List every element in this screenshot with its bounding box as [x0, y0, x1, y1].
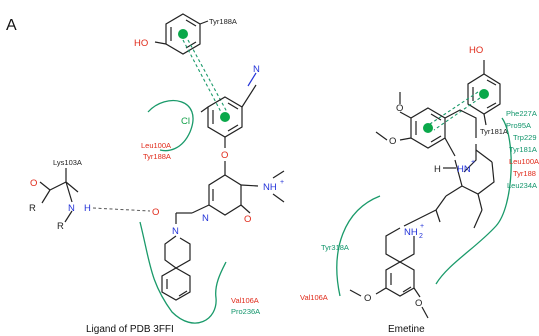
left-caption: Ligand of PDB 3FFI: [86, 324, 174, 335]
right-hn-plus-sign: +: [471, 159, 475, 166]
right-residue-tyr181b: Tyr181A: [509, 145, 537, 154]
right-residue-tyr188: Tyr188: [513, 169, 536, 178]
left-pi-centroid-mid: [220, 112, 230, 122]
left-ring-o: O: [244, 214, 251, 225]
right-emetine-diagram: HO Tyr181A O O: [300, 45, 539, 335]
right-residue-trp229: Trp229: [513, 133, 537, 142]
right-residue-leu234: Leu234A: [507, 181, 537, 190]
left-lys-h: H: [84, 203, 91, 214]
right-residue-tyr181: Tyr181A: [480, 127, 508, 136]
left-residue-val106: Val106A: [231, 296, 259, 305]
right-hn-plus: HN: [457, 164, 471, 175]
left-ho-label: HO: [134, 38, 148, 49]
left-lys103-o: O: [30, 178, 37, 189]
left-r1: R: [29, 203, 36, 214]
left-r2: R: [57, 221, 64, 232]
right-pocket-curve-left: [336, 195, 381, 297]
right-pi-centroid-mid: [423, 123, 433, 133]
right-methoxy-o2: O: [389, 136, 396, 147]
left-tyr188-ring: [154, 13, 209, 55]
right-pi-stack-line-2: [433, 97, 481, 131]
right-caption: Emetine: [388, 324, 425, 335]
left-lys103-fragment: [39, 168, 79, 223]
left-pi-stack-line-1: [182, 39, 222, 113]
right-residue-val106: Val106A: [300, 293, 328, 302]
right-pocket-curve-right: [435, 117, 512, 285]
left-ether-o: O: [221, 150, 228, 161]
left-pi-centroid-top: [178, 29, 188, 39]
right-residue-tyr318: Tyr318A: [321, 243, 349, 252]
right-dimethoxy-ring-top: [375, 92, 446, 149]
right-quinolizidine: [435, 109, 495, 229]
right-methoxy-o3: O: [364, 293, 371, 304]
panel-label: A: [6, 17, 17, 34]
left-hbond-line: [92, 207, 151, 212]
right-h-label: H: [434, 164, 441, 175]
right-methoxy-o4: O: [415, 298, 422, 309]
left-amide-n: N: [172, 226, 179, 237]
right-residue-leu100: Leu100A: [509, 157, 539, 166]
right-residue-phe227: Phe227A: [506, 109, 537, 118]
left-residue-leu100: Leu100A: [141, 141, 171, 150]
left-chlorophenyl-ring: [200, 72, 257, 148]
left-residue-pro236: Pro236A: [231, 307, 260, 316]
right-nh2-sign: +: [420, 223, 424, 230]
left-pocket-curve-upper: [147, 99, 194, 152]
right-pi-centroid-top: [479, 89, 489, 99]
right-residue-pro95: Pro95A: [506, 121, 531, 130]
left-residue-tyr188: Tyr188A: [143, 152, 171, 161]
left-residue-lys103: Lys103A: [53, 158, 82, 167]
left-nh-plus: NH: [263, 182, 277, 193]
right-nh2-plus: NH: [404, 227, 418, 238]
right-methoxy-o1: O: [396, 103, 403, 114]
right-ho-label: HO: [469, 45, 483, 56]
left-ring-n: N: [202, 213, 209, 224]
left-tetrahydroisoquinoline: [161, 235, 191, 301]
right-pi-stack-line-1: [429, 91, 479, 125]
left-pi-stack-line-2: [187, 39, 228, 113]
left-lys-n: N: [68, 203, 75, 214]
right-nh2-sub: 2: [419, 233, 423, 240]
left-cl-label: Cl: [181, 116, 190, 127]
left-amide-o: O: [152, 207, 159, 218]
left-pocket-curve-lower: [139, 221, 227, 324]
left-pyridinone-ring: [208, 161, 259, 216]
right-tyr181-ring: [467, 60, 501, 126]
left-nh-plus-sign: +: [280, 179, 284, 186]
left-nitrile-n: N: [253, 64, 260, 75]
left-ligand-diagram: HO Tyr188A N Cl O N O NH: [29, 13, 285, 335]
right-lower-isoquinoline: [349, 209, 437, 319]
left-residue-tyr188-top: Tyr188A: [209, 17, 237, 26]
